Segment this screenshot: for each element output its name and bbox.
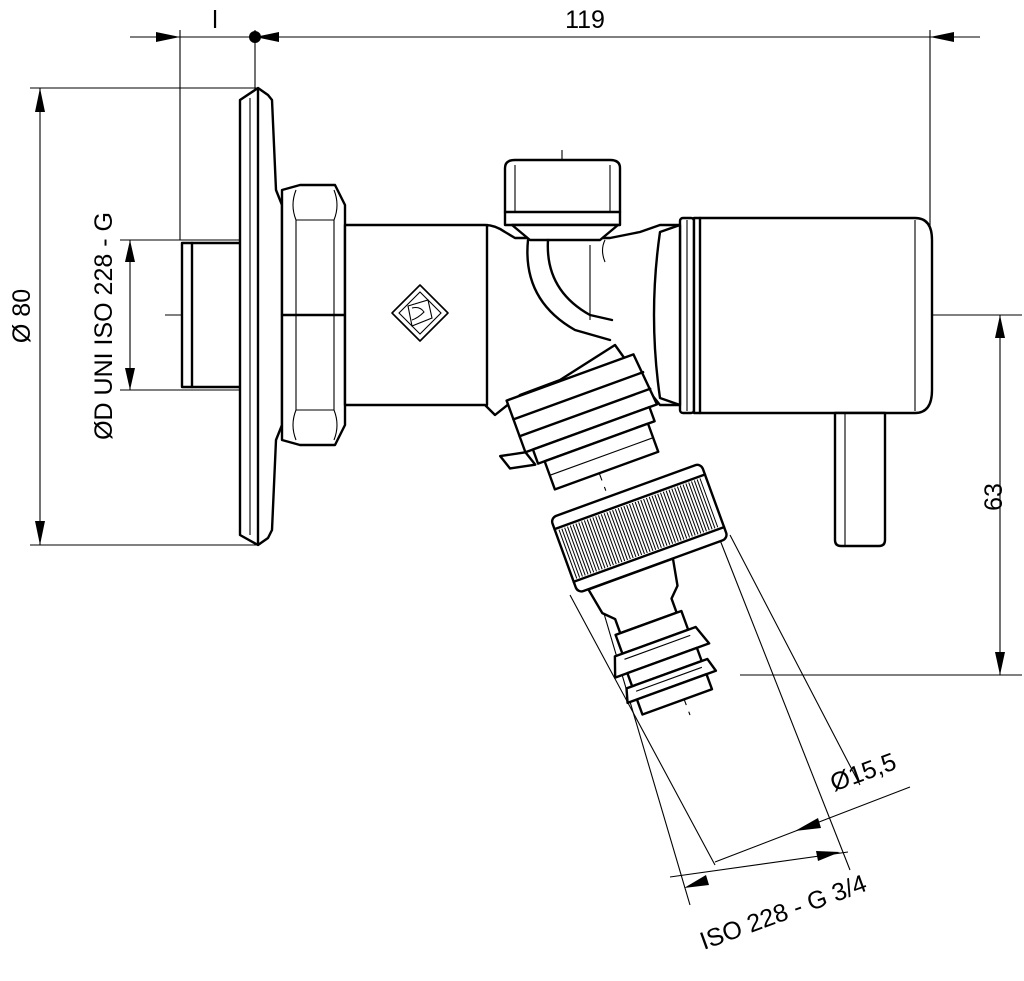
- wall-flange: [238, 86, 284, 547]
- dim-label-dia-80: Ø 80: [8, 289, 36, 343]
- knurled-coupling-nut: [550, 463, 728, 593]
- dimension-inlet-thread: [120, 239, 242, 391]
- handle-cylinder: [692, 216, 934, 415]
- inner-chamber: [526, 238, 614, 342]
- dim-label-inlet-thread: ØD UNI ISO 228 - G: [90, 212, 118, 440]
- dimension-dia-80: [30, 87, 258, 546]
- dim-label-63: 63: [980, 483, 1008, 511]
- handle-lever: [833, 411, 887, 548]
- body-flange-rings: [652, 216, 696, 415]
- dimension-top: [130, 30, 980, 300]
- dimension-height-63: [740, 314, 1022, 676]
- dim-label-l: l: [212, 6, 218, 34]
- top-cap: [503, 158, 622, 242]
- manufacturer-logo: [391, 284, 449, 342]
- dim-label-dia-15-5: Ø15,5: [826, 748, 900, 798]
- dimension-outlet: [569, 534, 911, 906]
- origin-dot: [249, 31, 261, 43]
- dim-label-119: 119: [565, 6, 605, 34]
- outlet-neck: [499, 353, 660, 491]
- hose-connector: [587, 557, 718, 716]
- inlet-threaded-pipe: [180, 241, 250, 389]
- hex-nut: [280, 183, 347, 447]
- dim-label-outlet-thread: ISO 228 - G 3/4: [696, 869, 870, 955]
